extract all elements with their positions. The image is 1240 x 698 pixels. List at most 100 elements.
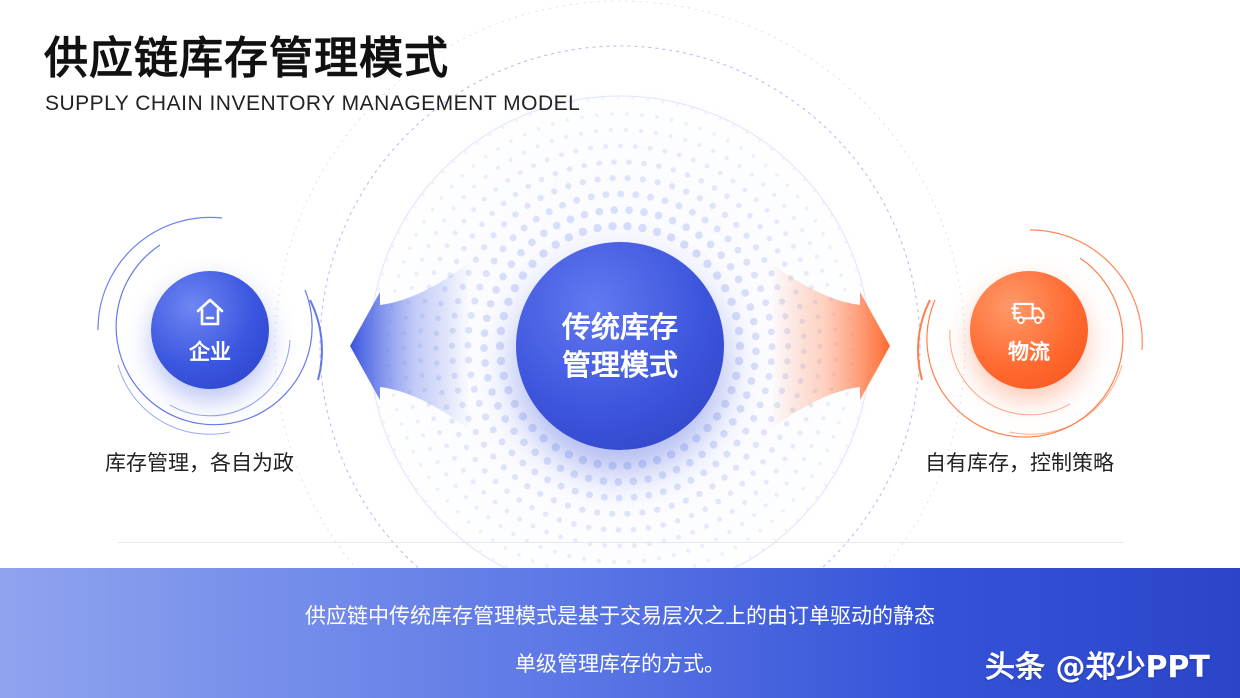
- halftone-dot: [501, 126, 505, 129]
- halftone-dot: [792, 167, 796, 171]
- halftone-dot: [579, 506, 586, 513]
- halftone-dot: [530, 559, 535, 563]
- halftone-dot: [489, 210, 496, 217]
- halftone-dot: [735, 563, 739, 566]
- halftone-dot: [726, 138, 730, 143]
- halftone-dot: [741, 500, 747, 506]
- halftone-dot: [696, 195, 703, 202]
- halftone-dot: [463, 444, 470, 451]
- halftone-dot: [579, 179, 586, 186]
- halftone-dot: [492, 499, 498, 505]
- page-title: 供应链库存管理模式: [44, 33, 449, 84]
- halftone-dot: [805, 507, 809, 511]
- halftone-dot: [614, 478, 623, 486]
- halftone-dot: [734, 275, 743, 284]
- halftone-dot: [452, 455, 457, 461]
- halftone-dot: [564, 233, 574, 242]
- halftone-dot: [564, 450, 574, 459]
- halftone-dot: [781, 157, 785, 161]
- halftone-dot: [666, 233, 676, 242]
- halftone-dot: [638, 459, 647, 469]
- halftone-dot: [783, 421, 790, 427]
- halftone-dot: [658, 471, 667, 480]
- halftone-dot: [732, 371, 741, 380]
- halftone-dot: [760, 429, 768, 436]
- halftone-dot: [858, 283, 862, 287]
- halftone-dot: [773, 468, 779, 474]
- halftone-dot: [426, 243, 431, 249]
- halftone-dot: [784, 528, 788, 532]
- halftone-dot: [774, 248, 781, 254]
- halftone-dot: [761, 182, 766, 187]
- halftone-dot: [573, 148, 579, 154]
- divider: [118, 542, 1124, 543]
- halftone-dot: [706, 558, 711, 563]
- halftone-dot: [640, 208, 648, 216]
- halftone-dot: [632, 543, 637, 548]
- halftone-dot: [524, 538, 529, 544]
- halftone-dot: [496, 356, 506, 366]
- halftone-dot: [444, 443, 450, 449]
- halftone-dot: [742, 187, 748, 193]
- halftone-dot: [551, 122, 555, 126]
- halftone-dot: [760, 459, 766, 465]
- right-arrow: [770, 262, 890, 430]
- halftone-dot: [800, 228, 805, 233]
- halftone-dot: [499, 272, 507, 281]
- halftone-dot: [646, 98, 650, 101]
- halftone-dot: [692, 434, 701, 443]
- halftone-dot: [704, 163, 710, 169]
- halftone-dot: [381, 272, 384, 276]
- logistics-caption: 自有库存，控制策略: [925, 451, 1114, 475]
- halftone-dot: [734, 356, 744, 366]
- halftone-dot: [517, 516, 523, 522]
- halftone-dot: [717, 170, 723, 176]
- halftone-dot: [727, 490, 734, 496]
- halftone-dot: [600, 526, 607, 533]
- halftone-dot: [510, 427, 518, 436]
- halftone-dot: [627, 559, 632, 564]
- halftone-dot: [511, 531, 516, 537]
- halftone-dot: [676, 534, 682, 540]
- halftone-dot: [578, 131, 584, 136]
- halftone-dot: [834, 259, 838, 263]
- halftone-dot: [552, 549, 557, 555]
- halftone-dot: [565, 183, 572, 190]
- halftone-dot: [566, 215, 575, 224]
- page-subtitle: SUPPLY CHAIN INVENTORY MANAGEMENT MODEL: [45, 92, 581, 115]
- halftone-dot: [761, 387, 769, 395]
- halftone-dot: [688, 208, 696, 216]
- halftone-dot: [661, 100, 665, 104]
- halftone-dot: [558, 152, 564, 158]
- left-node-rings: [97, 216, 323, 435]
- halftone-dot: [734, 246, 742, 254]
- halftone-dot: [556, 517, 563, 523]
- halftone-dot: [551, 443, 560, 452]
- halftone-dot: [543, 457, 552, 465]
- halftone-dot: [711, 149, 716, 154]
- halftone-dot: [612, 559, 617, 565]
- halftone-dot: [480, 344, 488, 352]
- halftone-dot: [659, 488, 667, 496]
- halftone-dot: [482, 270, 490, 278]
- halftone-dot: [483, 373, 492, 382]
- halftone-dot: [661, 197, 669, 205]
- halftone-dot: [617, 543, 623, 549]
- halftone-dot: [407, 474, 411, 478]
- halftone-dot: [504, 488, 510, 495]
- halftone-dot: [739, 146, 743, 150]
- halftone-dot: [813, 219, 818, 223]
- halftone-dot: [739, 480, 745, 487]
- halftone-dot: [818, 461, 822, 466]
- halftone-dot: [624, 175, 631, 182]
- halftone-dot: [626, 159, 632, 165]
- halftone-dot: [668, 183, 676, 190]
- halftone-dot: [499, 371, 508, 380]
- halftone-dot: [684, 121, 688, 126]
- halftone-dot: [803, 416, 809, 422]
- halftone-dot: [499, 245, 507, 253]
- halftone-dot: [625, 206, 633, 215]
- halftone-dot: [504, 386, 513, 395]
- halftone-dot: [539, 249, 548, 258]
- halftone-dot: [488, 133, 492, 137]
